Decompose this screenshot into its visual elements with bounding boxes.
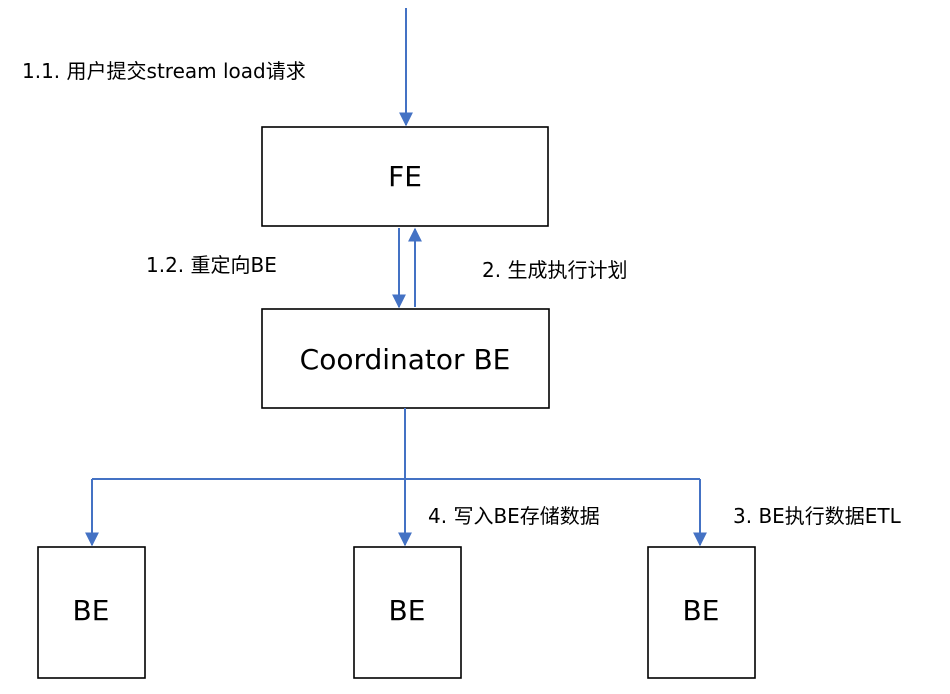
step-label-submit: 1.1. 用户提交stream load请求 <box>22 59 306 83</box>
be-node-middle <box>353 546 462 679</box>
be-node-left <box>37 546 146 679</box>
step-label-etl: 3. BE执行数据ETL <box>733 504 902 528</box>
fe-node <box>261 126 549 227</box>
step-label-write: 4. 写入BE存储数据 <box>428 504 600 528</box>
step-label-redirect: 1.2. 重定向BE <box>146 253 277 277</box>
be-left-label: BE <box>73 594 110 627</box>
step-label-plan: 2. 生成执行计划 <box>482 258 627 282</box>
coordinator-be-node <box>261 308 550 409</box>
coordinator-be-label: Coordinator BE <box>300 343 511 376</box>
fe-label: FE <box>388 160 422 193</box>
be-node-right <box>647 546 756 679</box>
be-right-label: BE <box>683 594 720 627</box>
be-middle-label: BE <box>389 594 426 627</box>
